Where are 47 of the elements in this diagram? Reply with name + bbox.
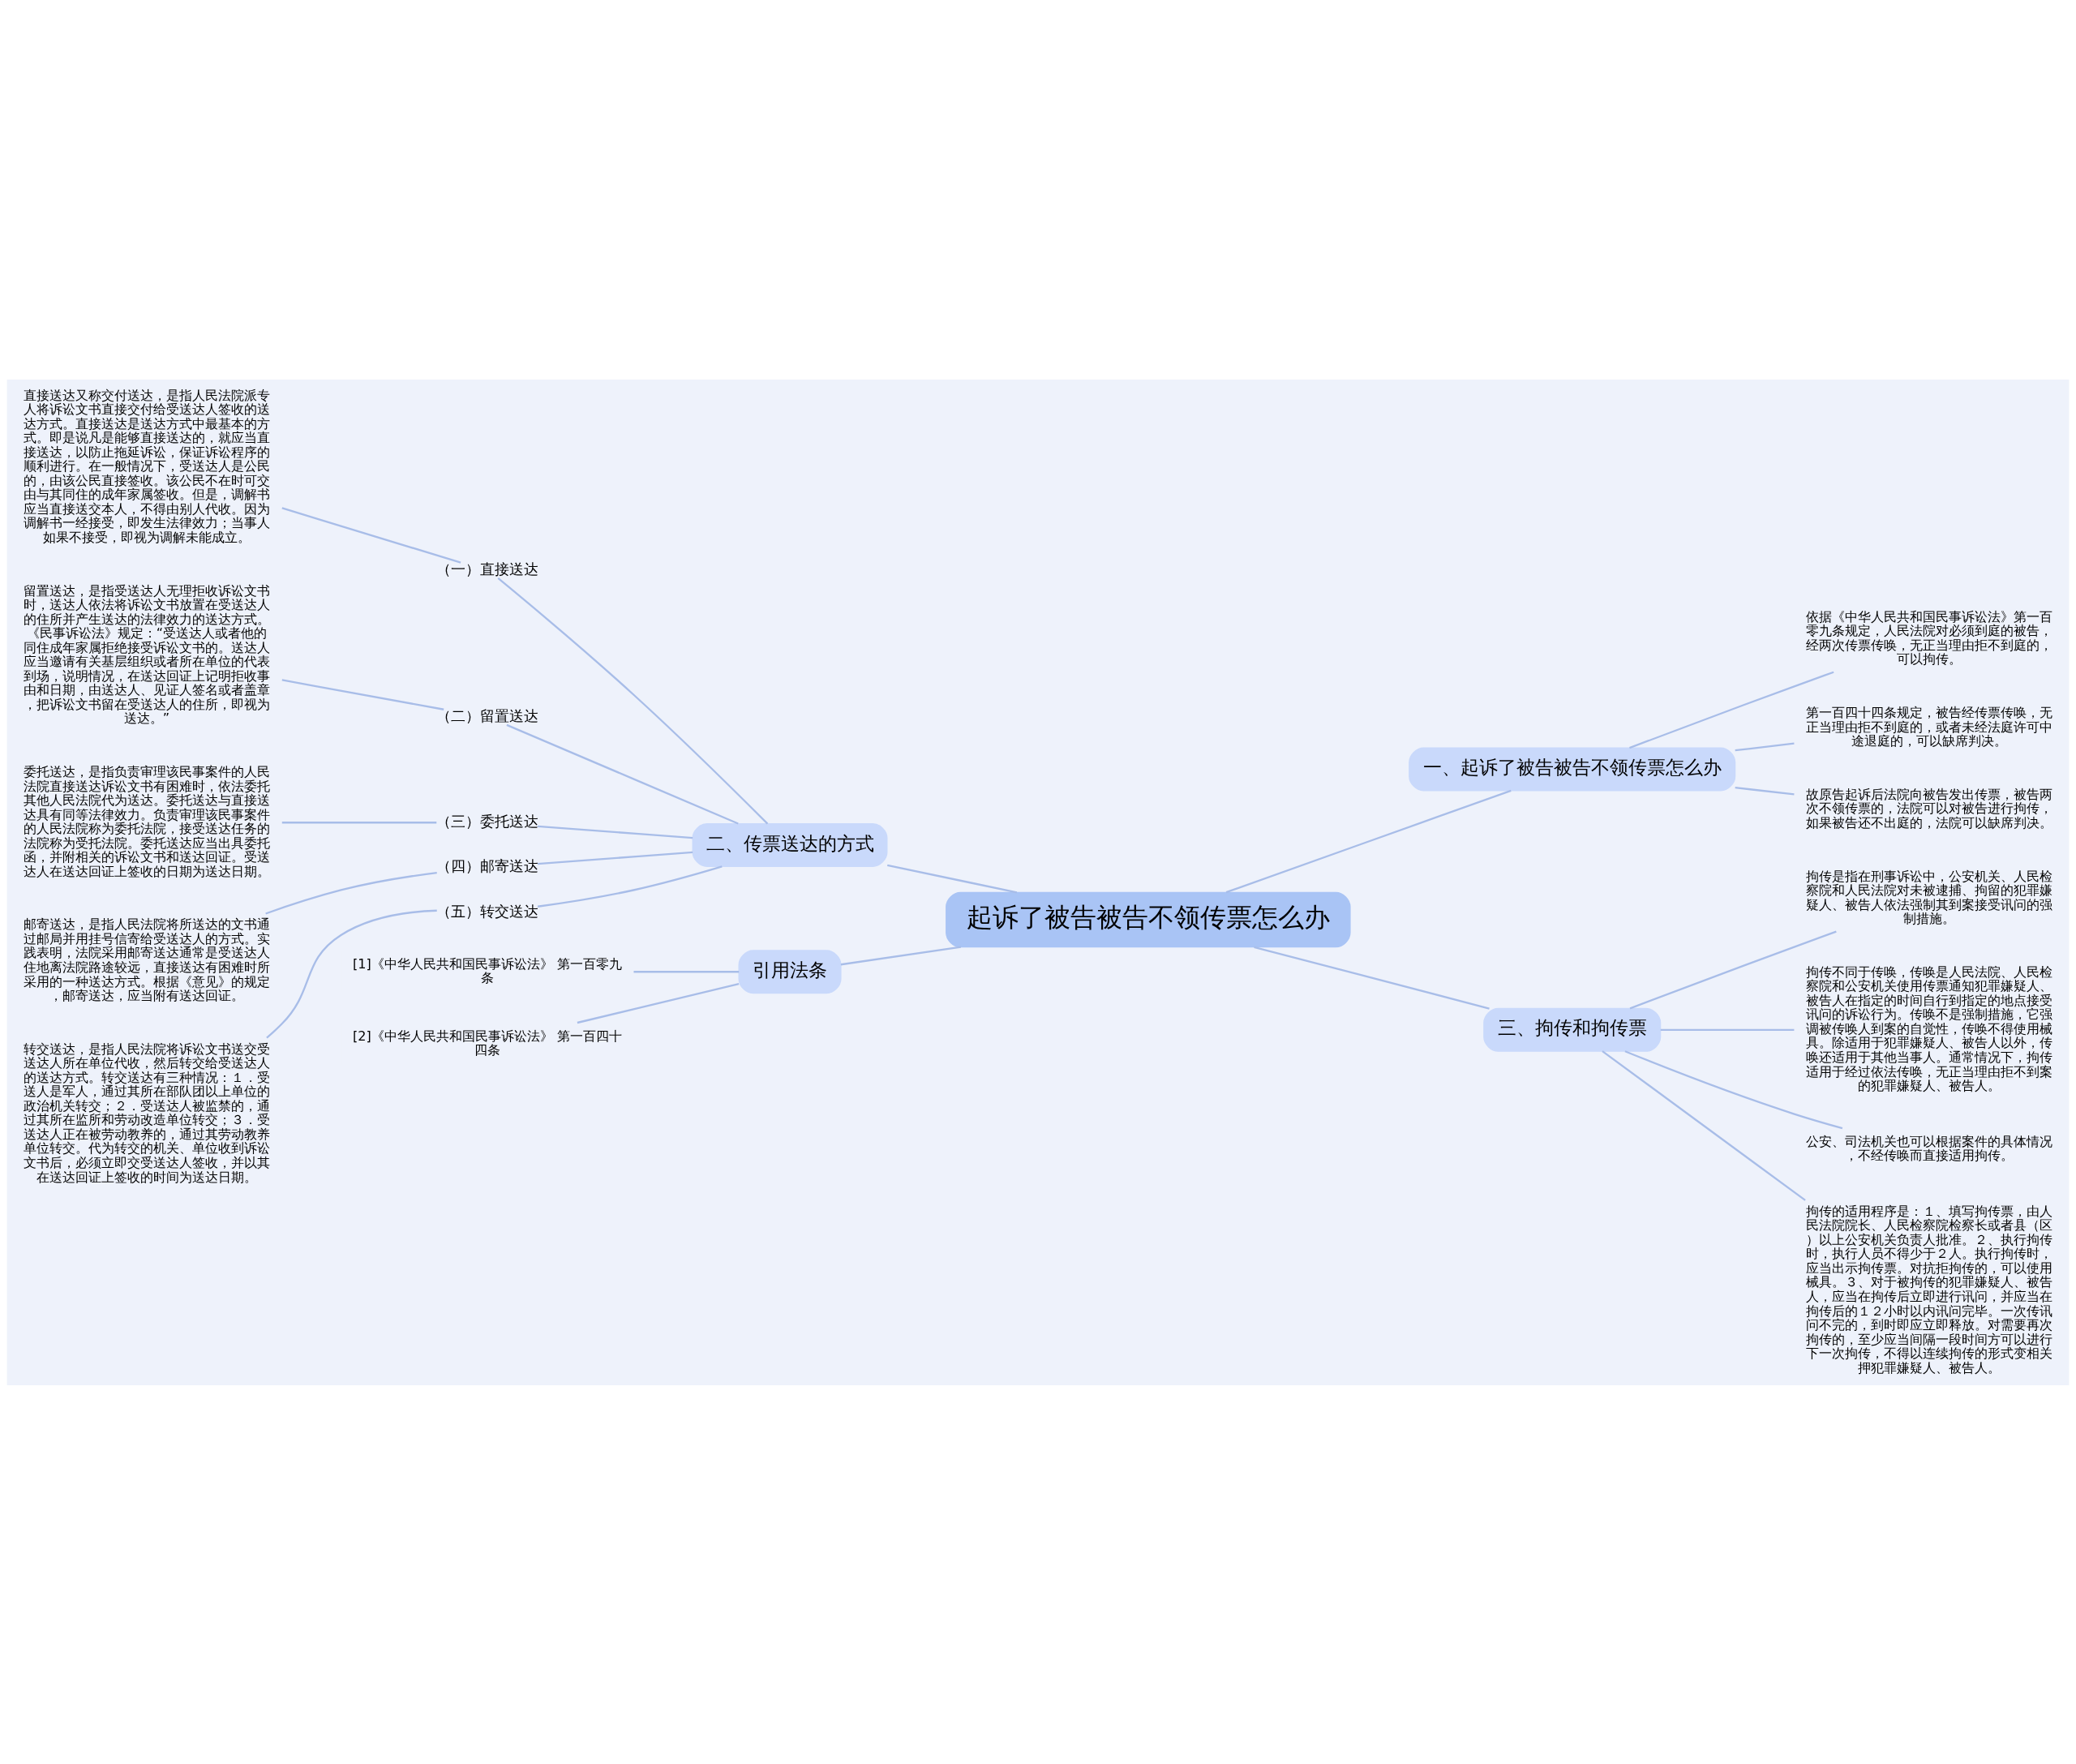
node-text: （三）委托送达 [435, 813, 538, 830]
connector [497, 577, 769, 824]
node-text: 故原告起诉后法院向被告发出传票，被告两次不领传票的，法院可以对被告进行拘传，如果被告还不出庭的，法院可以缺席判决。 [1806, 786, 2053, 830]
node-text: 拘传是指在刑事诉讼中，公安机关、人民检察院和人民法院对未被逮捕、拘留的犯罪嫌疑人、被告人依法强制其到案接受讯问的强制措施。 [1806, 868, 2053, 926]
node-text: 第一百四十四条规定，被告经传票传唤，无正当理由拒不到庭的，或者未经法庭许可中途退庭的，可以缺席判决。 [1806, 704, 2053, 749]
connector [1254, 946, 1490, 1010]
connector [633, 970, 740, 972]
connector [537, 865, 723, 908]
node-box: 引用法条 [738, 949, 842, 994]
connector [1660, 1028, 1795, 1031]
node-text: 直接送达又称交付送达，是指人民法院派专人将诉讼文书直接交付给受送达人签收的送达方式。直接送达是送达方式中最基本的方式。即是说凡是能够直接送达的，就应当直接送达，以防止拖延诉讼，保证诉讼程序的顺利进行。在一般情况下，受送达人是公民的，由该公民直接签收。该公民不在时可交由与其同住的成年家属签收。但是，调解书应当直接送交本人，不得由别人代收。因为调解书一经接受，即发生法律效力；当事人如果不接受，即视为调解未能成立。 [23, 387, 270, 545]
node-text: [1]《中华人民共和国民事诉讼法》 第一百零九条 [352, 955, 622, 985]
connector [1629, 930, 1837, 1009]
node-text: （四）邮寄送达 [435, 857, 538, 874]
node-text: 公安、司法机关也可以根据案件的具体情况，不经传唤而直接适用拘传。 [1806, 1133, 2053, 1163]
connector [1624, 1049, 1843, 1129]
node-text: （五）转交送达 [435, 903, 538, 920]
node-box: 一、起诉了被告被告不领传票怎么办 [1409, 747, 1736, 792]
connector [281, 821, 437, 823]
node-text: 依据《中华人民共和国民事诉讼法》第一百零九条规定，人民法院对必须到庭的被告，经两次传票传唤，无正当理由拒不到庭的，可以拘传。 [1806, 608, 2053, 667]
connector [1602, 1049, 1806, 1201]
node-text: 留置送达，是指受送达人无理拒收诉讼文书时，送达人依法将诉讼文书放置在受送达人的住所并产生送达的法律效力的送达方式。《民事诉讼法》规定：“受送达人或者他的同住成年家属拒绝接受诉讼文书的。送达人应当邀请有关基层组织或者所在单位的代表到场，说明情况，在送达回证上记明拒收事由和日期，由送达人、见证人签名或者盖章，把诉讼文书留在受送达人的住所，即视为送达。” [23, 582, 270, 726]
connector [1629, 671, 1834, 749]
node-text: 邮寄送达，是指人民法院将所送达的文书通过邮局并用挂号信寄给受送达人的方式。实践表明，法院采用邮寄送达通常是受送达人住地离法院路途较远，直接送达有困难时所采用的一种送达方式。根据《意见》的规定，邮寄送达，应当附有送达回证。 [23, 916, 270, 1003]
connector [265, 871, 437, 915]
connector [537, 851, 693, 865]
node-text: （二）留置送达 [435, 707, 538, 724]
connector [281, 506, 461, 564]
node-box: 起诉了被告被告不领传票怎么办 [946, 891, 1351, 947]
node-box: 三、拘传和拘传票 [1483, 1007, 1662, 1052]
connector [1735, 742, 1795, 751]
connector [506, 723, 739, 825]
connector [1225, 789, 1512, 893]
node-box: 二、传票送达的方式 [692, 822, 888, 867]
connector [577, 982, 740, 1024]
connector [1735, 786, 1795, 796]
connector [887, 864, 1018, 893]
node-text: 委托送达，是指负责审理该民事案件的人民法院直接送达诉讼文书有困难时，依法委托其他人民法院代为送达。委托送达与直接送达具有同等法律效力。负责审理该民事案件的人民法院称为委托法院，接受送达任务的法院称为受托法院。委托送达应当出具委托函，并附相关的诉讼文书和送达回证。受送达人在送达回证上签收的日期为送达日期。 [23, 763, 270, 879]
connector [266, 909, 437, 1039]
node-text: [2]《中华人民共和国民事诉讼法》 第一百四十四条 [352, 1028, 622, 1058]
node-text: （一）直接送达 [435, 560, 538, 577]
node-text: 拘传不同于传唤，传唤是人民法院、人民检察院和公安机关使用传票通知犯罪嫌疑人、被告人在指定的时间自行到指定的地点接受讯问的诉讼行为。传唤不是强制措施，它强调被传唤人到案的自觉性，传唤不得使用械具。除适用于犯罪嫌疑人、被告人以外，传唤还适用于其他当事人。通常情况下，拘传适用于经过依法传唤，无正当理由拒不到案的犯罪嫌疑人、被告人。 [1806, 964, 2053, 1093]
connector [840, 945, 962, 965]
connector [281, 678, 444, 710]
connector [537, 825, 693, 839]
node-text: 拘传的适用程序是：１、填写拘传票，由人民法院院长、人民检察院检察长或者县（区）以上公安机关负责人批准。２、执行拘传时，执行人员不得少于２人。执行拘传时，应当出示拘传票。对抗拒拘传的，可以使用械具。３、对于被拘传的犯罪嫌疑人、被告人，应当在拘传后立即进行讯问，并应当在拘传后的１２小时以内讯问完毕。一次传讯问不完的，到时即应立即释放。对需要再次拘传的，至少应当间隔一段时间方可以进行下一次拘传，不得以连续拘传的形式变相关押犯罪嫌疑人、被告人。 [1806, 1203, 2053, 1376]
node-text: 转交送达，是指人民法院将诉讼文书送交受送达人所在单位代收，然后转交给受送达人的送达方式。转交送达有三种情况：１．受送人是军人，通过其所在部队团以上单位的政治机关转交；２．受送达人被监禁的，通过其所在监所和劳动改造单位转交；３．受送达人正在被劳动教养的，通过其劳动教养单位转交。代为转交的机关、单位收到诉讼文书后，必须立即交受送达人签收，并以其在送达回证上签收的时间为送达日期。 [23, 1041, 270, 1184]
